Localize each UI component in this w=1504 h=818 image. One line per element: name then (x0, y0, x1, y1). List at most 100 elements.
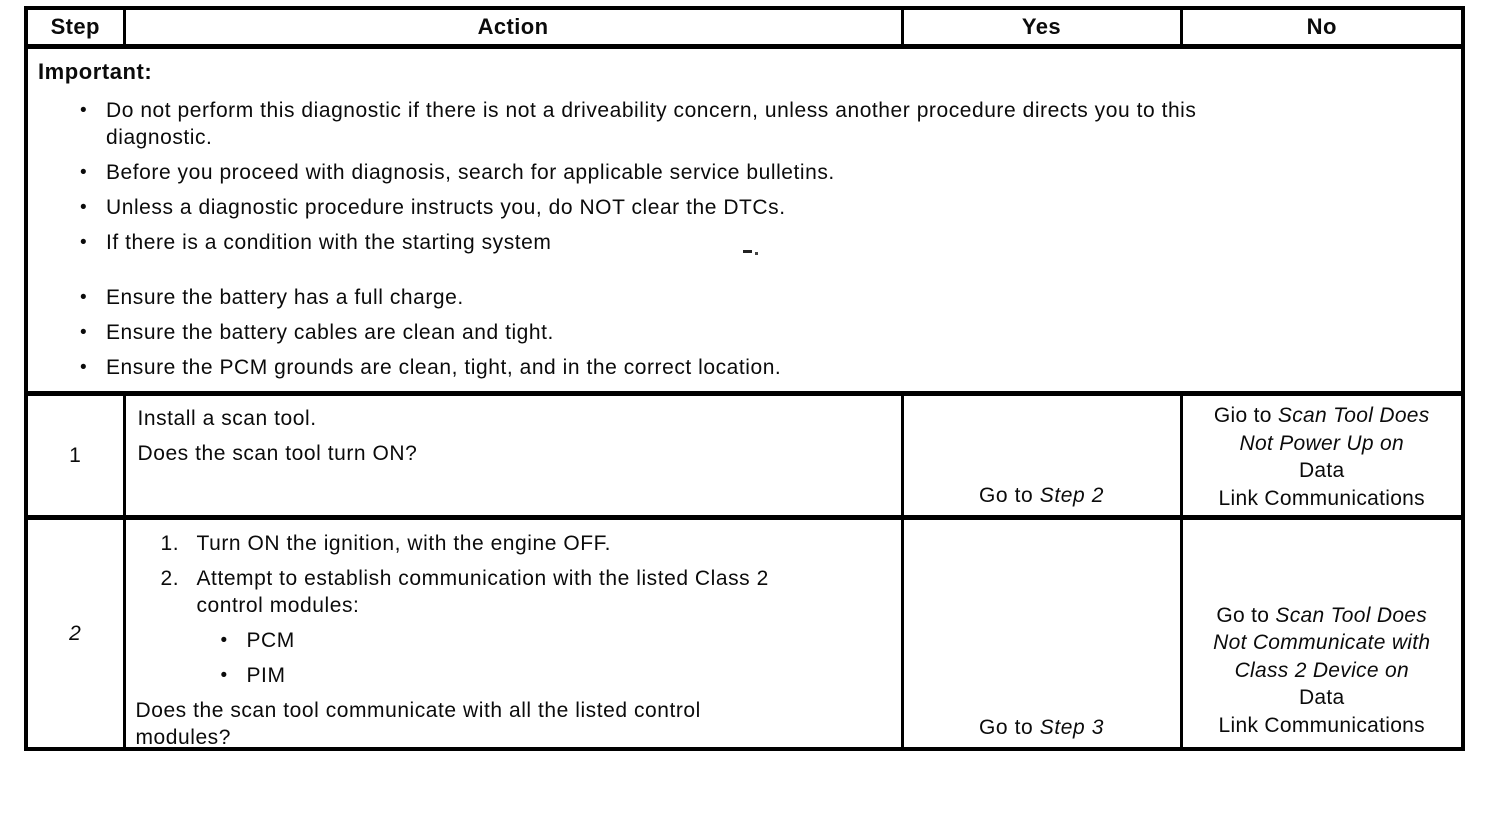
goto-prefix: Gio to (1213, 404, 1278, 427)
bullet-text: Before you proceed with diagnosis, searc… (106, 159, 835, 186)
list-item: • Do not perform this diagnostic if ther… (80, 97, 1451, 151)
table-header-row: Step Action Yes No (24, 6, 1465, 49)
no-line: Link Communications (1218, 486, 1425, 510)
action-content: 1. Turn ON the ignition, with the engine… (127, 520, 899, 746)
scan-artifact-dash (743, 250, 752, 253)
item-number: 2. (160, 567, 180, 590)
no-line: Go to Scan Tool Does (1184, 602, 1460, 630)
list-item: • If there is a condition with the start… (80, 229, 1451, 256)
sub-bullet-item: • PCM (136, 627, 891, 654)
sub-bullet-text: PIM (246, 664, 286, 687)
goto-target: Class 2 Device on (1234, 658, 1409, 682)
important-bullet-list: • Do not perform this diagnostic if ther… (38, 97, 1451, 381)
important-heading: Important: (38, 59, 153, 84)
item-line: Turn ON the ignition, with the engine OF… (196, 532, 612, 555)
no-line: Not Communicate with (1184, 629, 1460, 657)
bullet-text: Ensure the battery cables are clean and … (106, 319, 554, 346)
bullet-line: Do not perform this diagnostic if there … (106, 99, 1197, 122)
goto-target: Scan Tool Does (1277, 404, 1430, 427)
item-number: 1. (160, 532, 180, 555)
no-line: Class 2 Device on (1184, 657, 1460, 685)
important-row: Important: • Do not perform this diagnos… (24, 45, 1465, 396)
action-cell: 1. Turn ON the ignition, with the engine… (122, 516, 904, 751)
bullet-icon: • (80, 322, 88, 343)
item-text: Attempt to establish communication with … (197, 565, 769, 619)
table-row: 1 Install a scan tool. Does the scan too… (24, 392, 1465, 520)
bullet-icon: • (80, 287, 88, 308)
list-item: • Ensure the battery cables are clean an… (80, 319, 1451, 346)
bullet-text: Ensure the PCM grounds are clean, tight,… (106, 354, 781, 381)
list-item: • Unless a diagnostic procedure instruct… (80, 194, 1451, 221)
no-line: Data (1298, 459, 1345, 482)
list-item: • Ensure the PCM grounds are clean, tigh… (80, 354, 1451, 381)
no-line: Not Power Up on (1184, 430, 1460, 458)
no-line: Gio to Scan Tool Does (1184, 402, 1460, 430)
bullet-line: If there is a condition with the startin… (106, 231, 552, 254)
scan-artifact-dot (755, 252, 758, 255)
bullet-text: If there is a condition with the startin… (106, 229, 551, 256)
bullet-icon: • (220, 665, 228, 686)
action-question: Does the scan tool communicate with all … (135, 697, 891, 749)
no-cell: Go to Scan Tool Does Not Communicate wit… (1179, 516, 1465, 751)
goto-reference: Gio to Scan Tool Does Not Power Up on Da… (1184, 397, 1460, 513)
no-cell: Gio to Scan Tool Does Not Power Up on Da… (1179, 392, 1465, 520)
list-item: • Ensure the battery has a full charge. (80, 284, 1451, 311)
list-item: • Before you proceed with diagnosis, sea… (80, 159, 1451, 186)
no-line: Data (1298, 686, 1345, 709)
column-header-step: Step (24, 6, 126, 49)
bullet-line: Ensure the PCM grounds are clean, tight,… (106, 356, 782, 379)
bullet-line: Before you proceed with diagnosis, searc… (106, 161, 835, 184)
column-header-yes: Yes (900, 6, 1183, 49)
goto-target: Step 3 (1039, 716, 1105, 739)
action-question: Does the scan tool turn ON? (137, 442, 418, 465)
goto-target: Not Communicate with (1213, 631, 1431, 654)
goto-target: Not Power Up on (1239, 431, 1404, 455)
bullet-icon: • (80, 232, 88, 253)
bullet-icon: • (80, 357, 88, 378)
goto-target: Step 2 (1039, 484, 1105, 507)
action-content: Install a scan tool. Does the scan tool … (127, 397, 899, 482)
item-text: Turn ON the ignition, with the engine OF… (197, 530, 612, 557)
step-number-cell: 2 (24, 516, 126, 751)
numbered-item: 1. Turn ON the ignition, with the engine… (136, 530, 891, 557)
yes-cell: Go to Step 3 (900, 516, 1183, 751)
goto-reference: Go to Step 3 (905, 716, 1178, 746)
bullet-icon: • (80, 100, 88, 121)
important-cell: Important: • Do not perform this diagnos… (24, 45, 1465, 396)
goto-target: Scan Tool Does (1275, 603, 1428, 627)
goto-reference: Go to Scan Tool Does Not Communicate wit… (1184, 602, 1460, 747)
column-header-action: Action (122, 6, 904, 49)
bullet-icon: • (80, 197, 88, 218)
bullet-icon: • (80, 162, 88, 183)
bullet-line: Ensure the battery cables are clean and … (106, 321, 554, 344)
important-content: Important: • Do not perform this diagnos… (29, 50, 1460, 382)
column-header-no: No (1179, 6, 1465, 49)
step-number-cell: 1 (24, 392, 126, 520)
step-number: 1 (69, 443, 82, 467)
bullet-line: Unless a diagnostic procedure instructs … (106, 196, 786, 219)
sub-bullet-text: PCM (246, 629, 295, 652)
no-line: Link Communications (1218, 713, 1425, 737)
bullet-line: Ensure the battery has a full charge. (106, 286, 464, 309)
numbered-item: 2. Attempt to establish communication wi… (136, 565, 891, 619)
table-row: 2 1. Turn ON the ignition, with the engi… (24, 516, 1465, 751)
diagnostic-table: Step Action Yes No Important: • Do not p… (24, 6, 1465, 751)
bullet-icon: • (220, 630, 228, 651)
bullet-text: Unless a diagnostic procedure instructs … (106, 194, 786, 221)
sub-bullet-item: • PIM (136, 662, 891, 689)
question-line: modules? (135, 726, 231, 749)
goto-reference: Go to Step 2 (905, 484, 1178, 513)
goto-prefix: Go to (978, 484, 1040, 507)
item-line: Attempt to establish communication with … (196, 567, 769, 590)
goto-prefix: Go to (978, 716, 1040, 739)
action-cell: Install a scan tool. Does the scan tool … (122, 392, 904, 520)
step-number: 2 (69, 621, 82, 645)
action-line: Install a scan tool. (137, 407, 317, 430)
bullet-text: Do not perform this diagnostic if there … (106, 97, 1196, 151)
item-line: control modules: (196, 594, 360, 617)
yes-cell: Go to Step 2 (900, 392, 1183, 520)
goto-prefix: Go to (1216, 603, 1276, 627)
question-line: Does the scan tool communicate with all … (135, 699, 701, 722)
bullet-line: diagnostic. (106, 126, 213, 149)
bullet-text: Ensure the battery has a full charge. (106, 284, 464, 311)
